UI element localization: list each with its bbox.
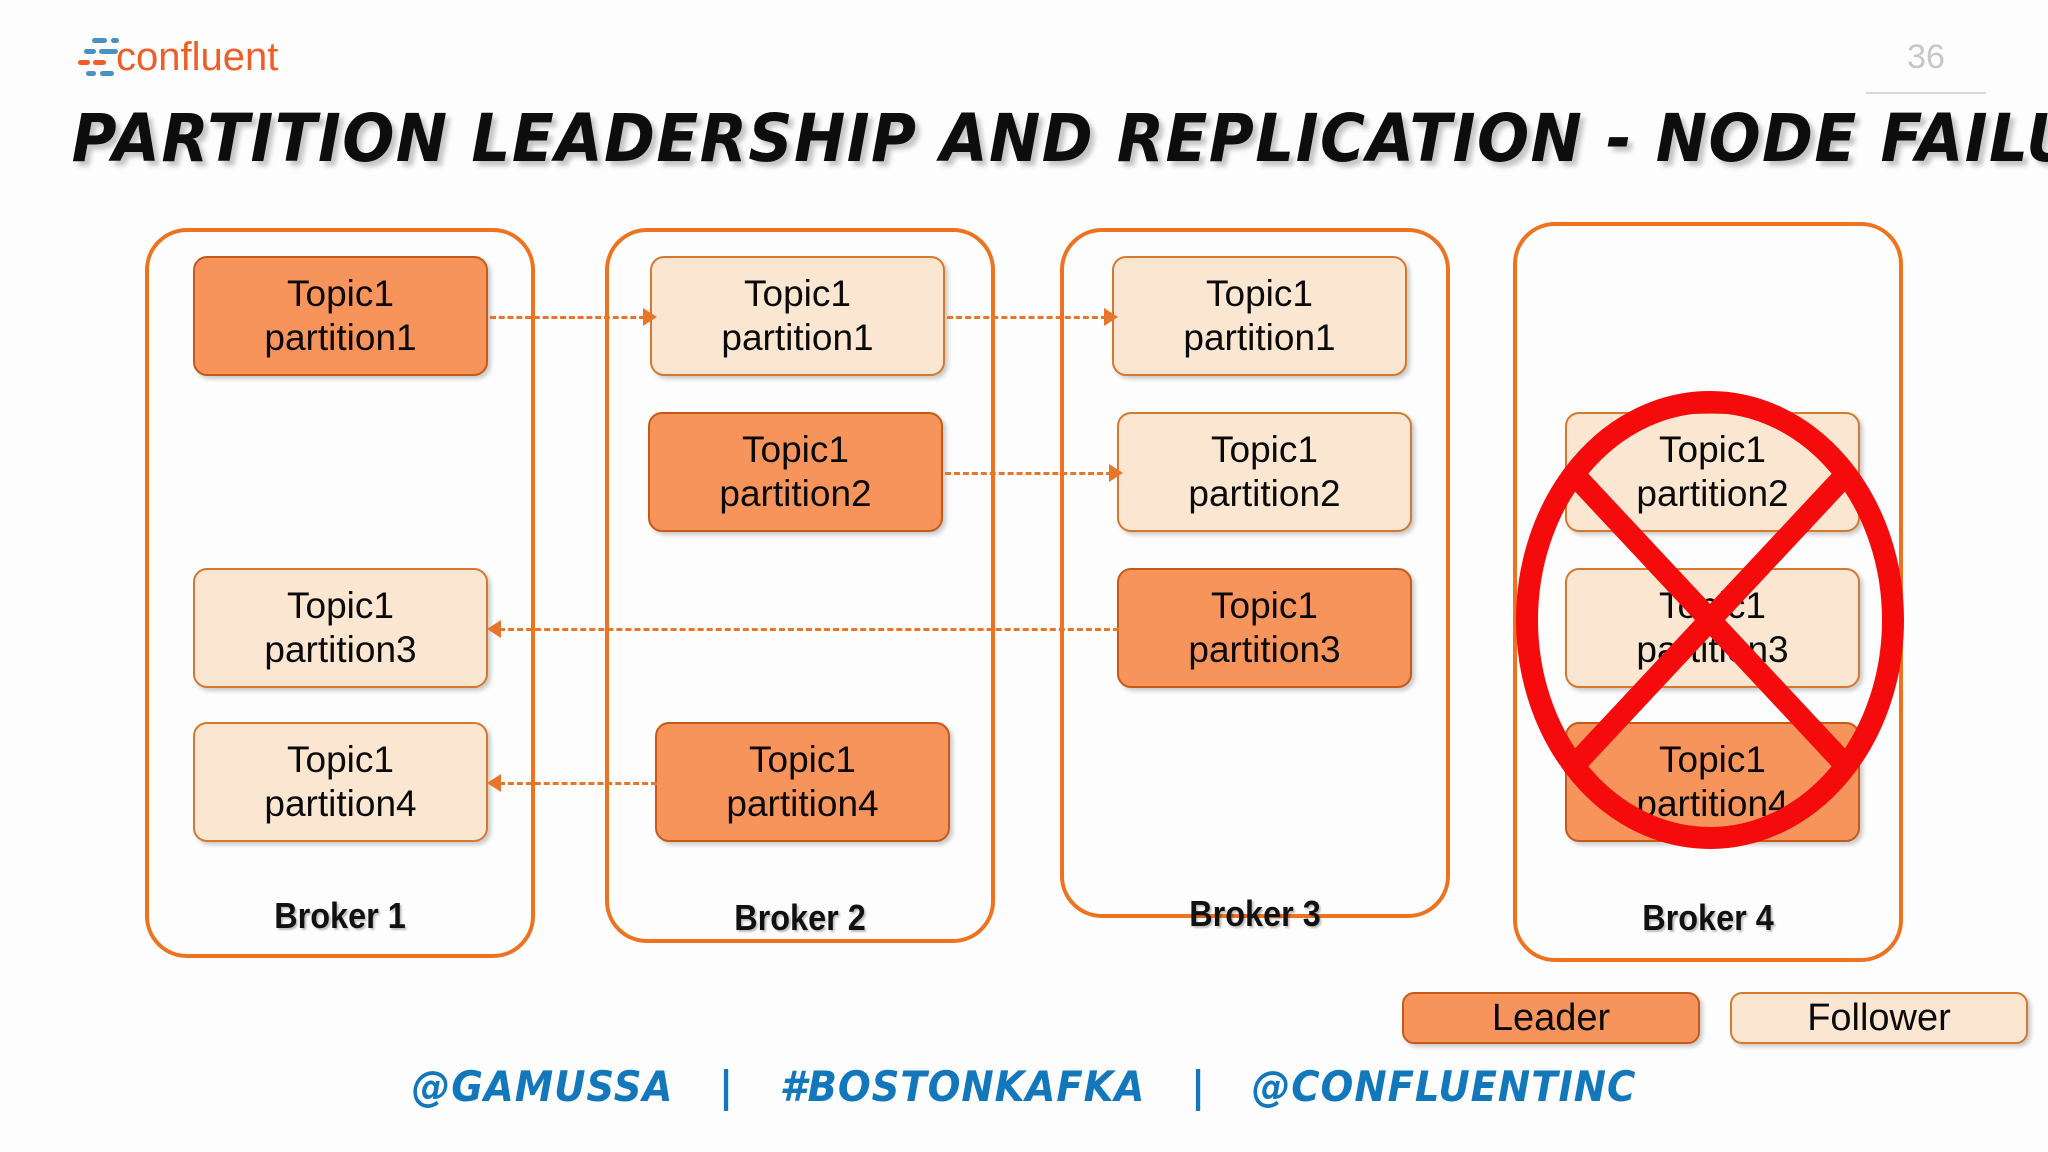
- partition-id-label: partition3: [1636, 629, 1789, 670]
- replication-arrow-b2p1-b3p1: [947, 316, 1107, 319]
- partition-id-label: partition4: [726, 783, 879, 824]
- broker-box-2[interactable]: [605, 228, 995, 943]
- partition-id-label: partition4: [264, 783, 417, 824]
- legend-follower-chip[interactable]: Follower: [1730, 992, 2028, 1044]
- partition-id-label: partition1: [721, 317, 874, 358]
- footer-handle: @GAMUSSA: [411, 1062, 674, 1111]
- partition-id-label: partition2: [1636, 473, 1789, 514]
- replication-arrow-head-b3p1: [1104, 308, 1118, 326]
- partition-topic-label: Topic1: [1659, 585, 1766, 627]
- broker-label-2: Broker 2: [734, 897, 866, 938]
- replication-arrow-head-b1p3: [487, 620, 501, 638]
- broker-box-1[interactable]: [145, 228, 535, 958]
- partition-broker1-partition1[interactable]: Topic1 partition1: [193, 256, 488, 376]
- replication-arrow-head-b1p4: [487, 774, 501, 792]
- footer-social-bar: @GAMUSSA | #BOSTONKAFKA | @CONFLUENTINC: [82, 1062, 1966, 1111]
- legend-leader-label: Leader: [1491, 996, 1611, 1039]
- footer-separator-1: |: [718, 1062, 735, 1111]
- confluent-logo-mark-icon: [78, 34, 119, 80]
- page-number: 36: [1907, 38, 1945, 76]
- partition-topic-label: Topic1: [1211, 429, 1318, 471]
- partition-broker1-partition4[interactable]: Topic1 partition4: [193, 722, 488, 842]
- partition-broker3-partition2[interactable]: Topic1 partition2: [1117, 412, 1412, 532]
- partition-id-label: partition3: [264, 629, 417, 670]
- page-number-rule: [1866, 92, 1986, 94]
- replication-arrow-head-b2p1: [643, 308, 657, 326]
- legend-follower-label: Follower: [1807, 996, 1951, 1039]
- partition-broker4-partition2[interactable]: Topic1 partition2: [1565, 412, 1860, 532]
- partition-topic-label: Topic1: [1659, 429, 1766, 471]
- partition-topic-label: Topic1: [742, 429, 849, 471]
- confluent-logo: confluent: [78, 30, 308, 84]
- partition-topic-label: Topic1: [749, 739, 856, 781]
- replication-arrow-b2p2-b3p2: [945, 472, 1112, 475]
- partition-topic-label: Topic1: [744, 273, 851, 315]
- partition-broker3-partition3[interactable]: Topic1 partition3: [1117, 568, 1412, 688]
- partition-broker3-partition1[interactable]: Topic1 partition1: [1112, 256, 1407, 376]
- partition-topic-label: Topic1: [287, 585, 394, 627]
- partition-id-label: partition4: [1636, 783, 1789, 824]
- confluent-wordmark: confluent: [116, 35, 279, 79]
- partition-broker4-partition3[interactable]: Topic1 partition3: [1565, 568, 1860, 688]
- partition-broker2-partition4[interactable]: Topic1 partition4: [655, 722, 950, 842]
- partition-id-label: partition1: [264, 317, 417, 358]
- partition-id-label: partition2: [719, 473, 872, 514]
- replication-arrow-b3p3-b1p3: [499, 628, 1119, 631]
- broker-label-3: Broker 3: [1189, 893, 1321, 934]
- broker-box-3[interactable]: [1060, 228, 1450, 918]
- footer-company-handle: @CONFLUENTINC: [1251, 1062, 1637, 1111]
- legend-leader-chip[interactable]: Leader: [1402, 992, 1700, 1044]
- broker-label-4: Broker 4: [1642, 897, 1774, 938]
- partition-id-label: partition1: [1183, 317, 1336, 358]
- replication-arrow-b2p4-b1p4: [499, 782, 657, 785]
- broker-label-1: Broker 1: [274, 895, 406, 936]
- partition-id-label: partition2: [1188, 473, 1341, 514]
- partition-topic-label: Topic1: [287, 739, 394, 781]
- footer-separator-2: |: [1191, 1062, 1207, 1111]
- footer-hashtag: #BOSTONKAFKA: [779, 1062, 1146, 1111]
- partition-broker1-partition3[interactable]: Topic1 partition3: [193, 568, 488, 688]
- partition-broker4-partition4[interactable]: Topic1 partition4: [1565, 722, 1860, 842]
- partition-broker2-partition2[interactable]: Topic1 partition2: [648, 412, 943, 532]
- partition-topic-label: Topic1: [1206, 273, 1313, 315]
- partition-topic-label: Topic1: [1659, 739, 1766, 781]
- partition-topic-label: Topic1: [1211, 585, 1318, 627]
- page-title: PARTITION LEADERSHIP AND REPLICATION - N…: [71, 100, 2048, 177]
- partition-id-label: partition3: [1188, 629, 1341, 670]
- replication-arrow-head-b3p2: [1109, 464, 1123, 482]
- partition-broker2-partition1[interactable]: Topic1 partition1: [650, 256, 945, 376]
- partition-topic-label: Topic1: [287, 273, 394, 315]
- replication-arrow-b1p1-b2p1: [490, 316, 645, 319]
